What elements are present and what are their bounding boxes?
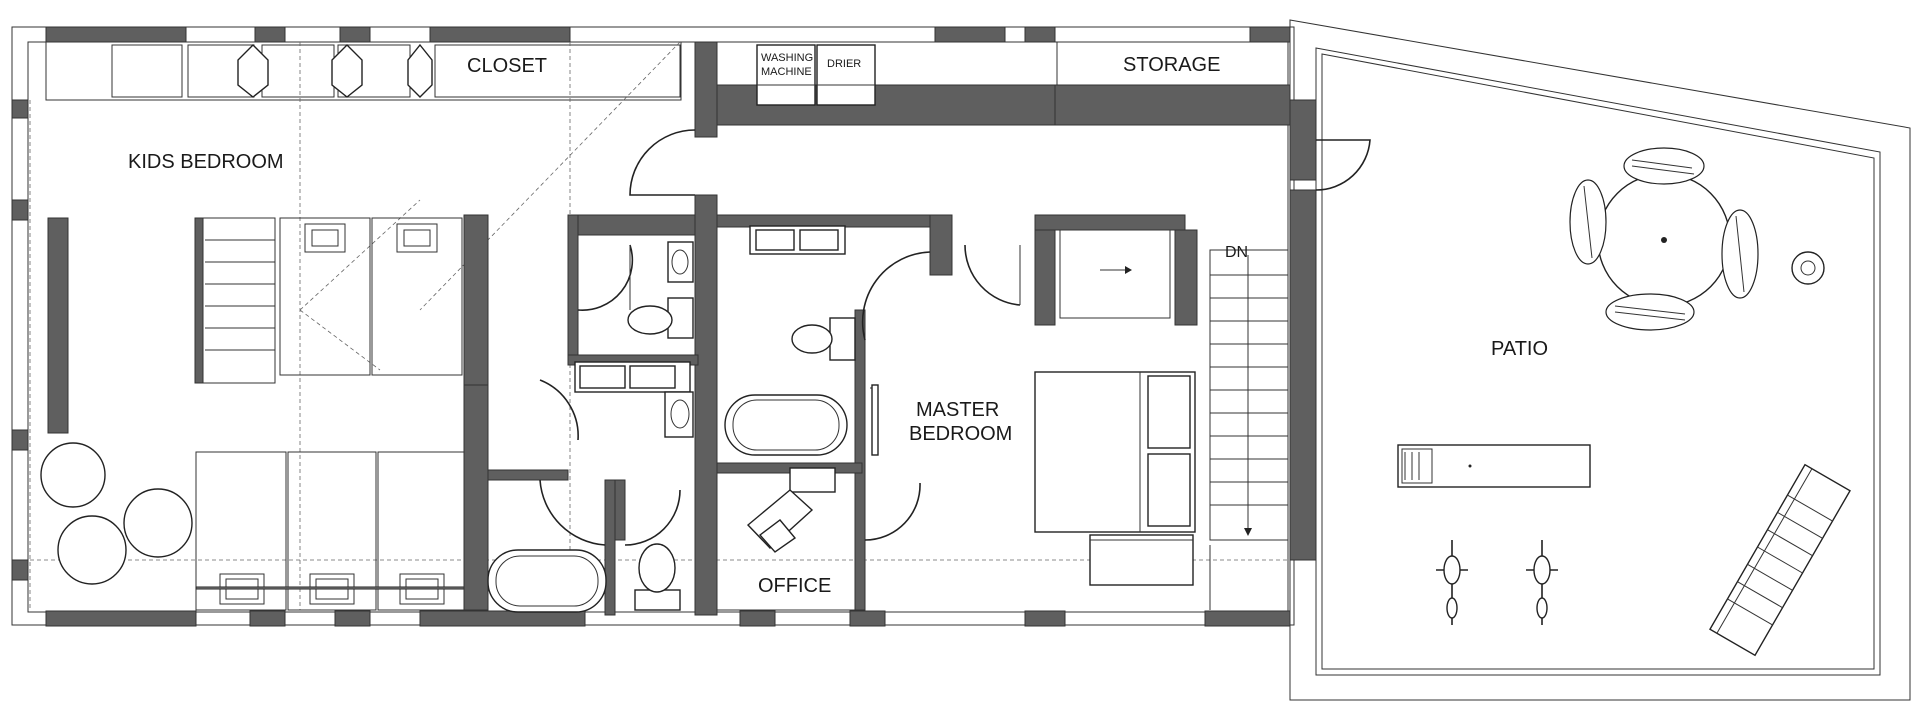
- label-patio: PATIO: [1491, 338, 1548, 360]
- kids-bedroom-area: [29, 41, 1290, 611]
- label-master-line2: BEDROOM: [909, 423, 1012, 445]
- patio-lounger: [1397, 444, 1591, 488]
- label-drier: DRIER: [827, 58, 861, 70]
- label-washing-line2: MACHINE: [761, 66, 812, 78]
- label-kids-bedroom: KIDS BEDROOM: [128, 151, 284, 173]
- label-stairs-down: DN: [1225, 244, 1248, 261]
- patio-terrace: [1289, 19, 1911, 701]
- patio-lounger-angled: [1709, 463, 1851, 657]
- label-closet: CLOSET: [467, 55, 547, 77]
- patio-chair: [1605, 293, 1695, 331]
- drier: [816, 44, 876, 106]
- label-washing-line1: WASHING: [761, 52, 813, 64]
- master-suite: [716, 214, 1289, 611]
- patio-planter: [1791, 251, 1825, 285]
- patio-chair: [1623, 147, 1705, 185]
- label-master-line1: MASTER: [916, 399, 999, 421]
- label-office: OFFICE: [758, 575, 831, 597]
- patio-furniture: [1397, 147, 1851, 657]
- bicycle-icon: [1436, 540, 1468, 625]
- bicycle-icon: [1526, 540, 1558, 625]
- room-labels: KIDS BEDROOM CLOSET STORAGE MASTER BEDRO…: [128, 52, 1548, 597]
- label-storage: STORAGE: [1123, 54, 1220, 76]
- washing-machine: [756, 44, 816, 106]
- central-core: [487, 41, 1291, 616]
